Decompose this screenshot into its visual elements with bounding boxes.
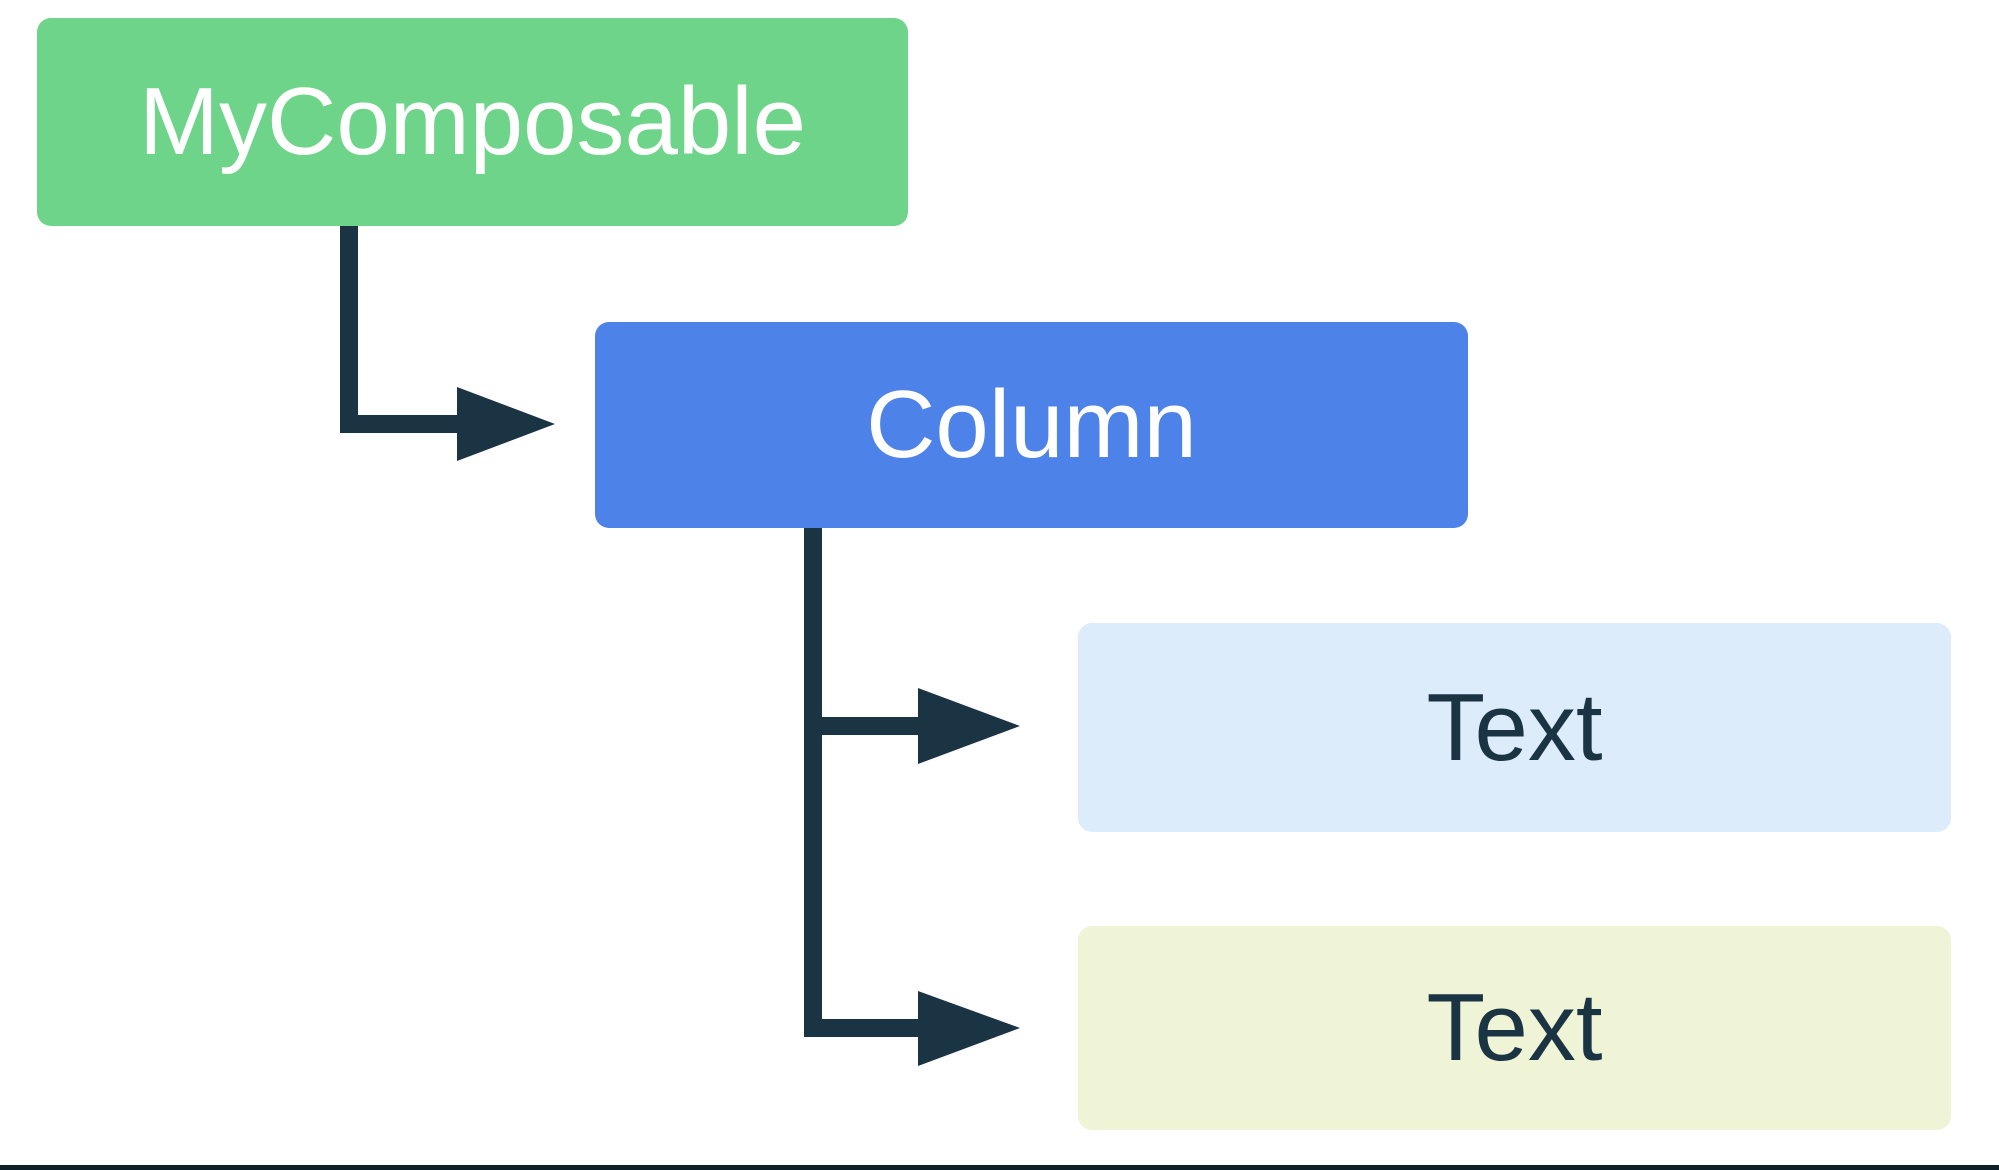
arrow-column-to-text2: [804, 726, 1020, 1066]
node-mycomposable-label: MyComposable: [139, 68, 806, 175]
arrow-column-to-text1: [804, 528, 1020, 764]
node-column: Column: [595, 322, 1468, 528]
node-text-second: Text: [1078, 926, 1951, 1130]
bottom-border-rule: [0, 1165, 1999, 1170]
arrowhead-column-text2-icon: [918, 991, 1020, 1066]
arrowhead-root-column-icon: [457, 387, 555, 461]
elbow-line-column-text1: [804, 528, 925, 735]
elbow-line-root-column: [340, 226, 470, 433]
elbow-line-column-text2: [804, 726, 925, 1037]
node-text-first-label: Text: [1426, 673, 1603, 781]
arrowhead-column-text1-icon: [918, 688, 1020, 764]
node-text-first: Text: [1078, 623, 1951, 832]
arrow-root-to-column: [340, 226, 555, 461]
node-text-second-label: Text: [1426, 974, 1603, 1081]
node-mycomposable: MyComposable: [37, 18, 908, 226]
node-column-label: Column: [866, 371, 1197, 478]
